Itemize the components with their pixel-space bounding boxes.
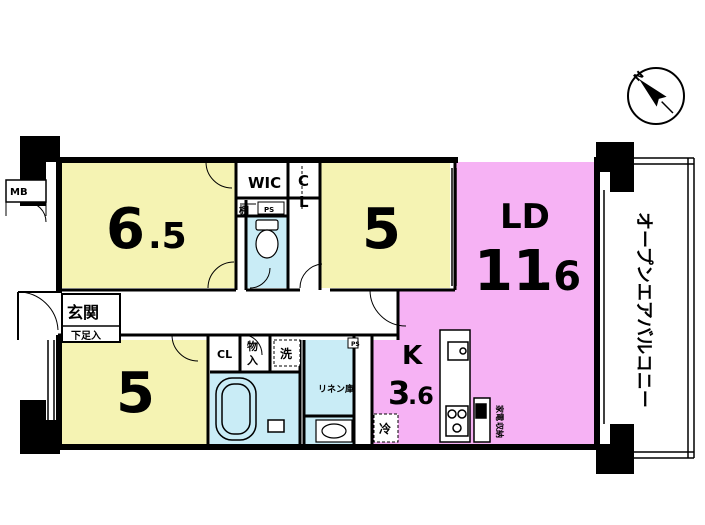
toilet-fixture: [255, 219, 279, 259]
label-mono-2: 入: [247, 354, 258, 367]
washbasin-fixture: [315, 419, 353, 443]
room-western-top-right-size: 5: [362, 197, 401, 262]
label-wic: WIC: [248, 174, 281, 192]
room-kitchen-label: K: [402, 341, 423, 371]
room-western-top-left-size: 6: [106, 197, 145, 262]
label-cl-top-c: C: [298, 172, 309, 190]
label-geta: 下足入: [71, 330, 101, 342]
entrance: [17, 291, 121, 343]
kitchen-counter: [439, 329, 491, 443]
interior-walls: [58, 162, 457, 446]
label-cl-mid: CL: [217, 348, 232, 361]
fridge-space: [373, 413, 399, 443]
label-ps-mid: PS: [351, 341, 360, 348]
windows: [47, 168, 605, 424]
room-kitchen-size: 3: [388, 374, 410, 412]
room-ld-size-decimal: .6: [538, 254, 581, 300]
compass-arrow: [639, 79, 667, 107]
room-ld-kitchen: [372, 162, 598, 446]
label-cl-top-l: L: [299, 193, 309, 211]
room-ld-label: LD: [500, 197, 550, 237]
label-kitchen-shelf: 家電: [495, 405, 505, 421]
label-rei: 冷: [379, 421, 391, 436]
label-genkan: 玄関: [67, 303, 99, 322]
label-mono-1: 物: [247, 339, 258, 353]
label-balcony: オープンエアバルコニー: [633, 212, 655, 408]
washer-space: [273, 339, 301, 367]
room-western-top-left-size-decimal: .5: [148, 216, 187, 257]
label-sentaku: 洗: [280, 346, 292, 361]
closet-shelves: [240, 166, 359, 349]
meter-box: [5, 179, 47, 223]
bathtub-fixture: [215, 377, 285, 441]
door-swings: [171, 161, 407, 362]
label-ps-top: PS: [264, 206, 274, 214]
label-mb: MB: [10, 187, 28, 198]
balcony: [634, 157, 695, 459]
structural-walls: [20, 136, 634, 474]
room-western-bottom-left-size: 5: [116, 361, 155, 426]
room-western-top-right: [320, 162, 450, 288]
label-kitchen-shelf-2: 収納: [495, 422, 505, 438]
room-western-top-left: [58, 162, 236, 288]
label-linen: リネン庫: [318, 383, 354, 395]
room-kitchen-size-decimal: .6: [408, 382, 434, 410]
room-ld-size: 11: [474, 239, 552, 304]
compass: N: [627, 67, 685, 125]
room-western-bottom-left: [58, 340, 208, 446]
label-tana: 棚: [239, 204, 249, 217]
